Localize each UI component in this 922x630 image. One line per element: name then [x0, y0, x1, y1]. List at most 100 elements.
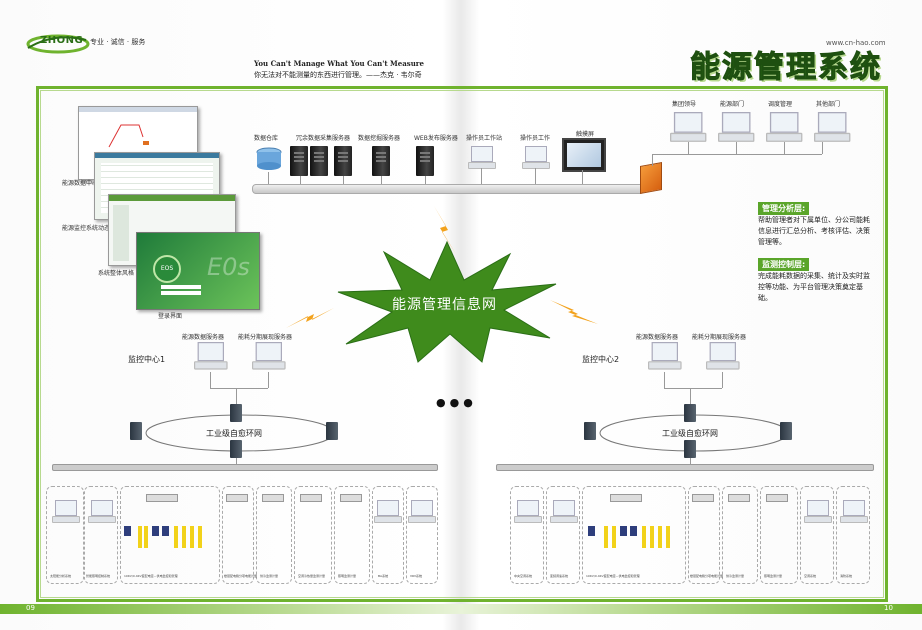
left-client-icon — [52, 500, 80, 523]
server-icon — [372, 146, 390, 176]
right-hub-icon — [728, 494, 750, 502]
top-server-label-1: 冗余数据采集服务器 — [296, 135, 351, 142]
right-hub-icon — [692, 494, 714, 502]
right-bottom-label-1: 变频调速系统 — [550, 574, 569, 578]
login-logo: EOS — [153, 255, 181, 283]
left-group-box — [406, 486, 438, 584]
dept-client-icon — [718, 112, 755, 142]
left-server-label-0: 能源数据服务器 — [182, 334, 225, 341]
left-group-box — [120, 486, 220, 584]
screenshot-label-1: 能源数据中心 — [62, 180, 99, 187]
diagram-frame — [36, 86, 888, 602]
left-bottom-bus — [52, 464, 438, 471]
lightning-icon — [550, 300, 598, 324]
right-ring-label: 工业级自愈环网 — [662, 429, 718, 438]
brand-slogan: 专业 · 诚信 · 服务 — [90, 38, 146, 46]
page-title: 能源管理系统 — [690, 50, 882, 86]
quote-chinese: 你无法对不能测量的东西进行管理。——杰克 · 韦尔奇 — [254, 71, 422, 79]
left-group-box — [372, 486, 404, 584]
right-hub-icon — [610, 494, 642, 502]
right-bottom-label-3: 楼层配电箱分项电能计量 — [690, 574, 724, 578]
right-server-pc-icon — [706, 342, 740, 370]
right-bottom-label-6: 空调系统 — [804, 574, 817, 578]
page-number-left: 09 — [26, 604, 35, 612]
quote-english: You Can't Manage What You Can't Measure — [254, 59, 424, 68]
brand-url: www.cn-hao.com — [826, 39, 886, 47]
screenshot-label-2: 能源监控系统动态监控 — [62, 225, 123, 232]
dept-client-icon — [670, 112, 707, 142]
switch-icon — [130, 422, 142, 440]
right-group-box — [688, 486, 720, 584]
right-group-box — [722, 486, 758, 584]
right-group-box — [760, 486, 798, 584]
right-client-icon — [514, 500, 542, 523]
lightning-icon — [434, 206, 456, 254]
logo-swoosh-icon — [26, 34, 90, 54]
footer-bar-left — [0, 604, 461, 614]
monitor-layer-text: 完成能耗数据的采集、统计及实时监控等功能、为平台管理决策奠定基础。 — [758, 272, 870, 302]
page-number-right: 10 — [884, 604, 893, 612]
top-server-label-3: WEB发布服务器 — [414, 135, 458, 142]
right-group-box — [546, 486, 580, 584]
left-bottom-label-7: BA系统 — [378, 574, 389, 578]
left-bottom-label-3: 楼层配电箱分项电能计量 — [224, 574, 258, 578]
switch-icon — [684, 440, 696, 458]
left-group-box — [84, 486, 118, 584]
left-hub-icon — [226, 494, 248, 502]
right-bottom-label-5: 照明监测计量 — [764, 574, 783, 578]
left-group-box — [334, 486, 370, 584]
top-server-label-6: 触摸屏 — [576, 131, 595, 138]
workstation-icon — [468, 146, 496, 169]
left-hub-icon — [300, 494, 322, 502]
firewall-icon — [640, 162, 662, 194]
server-icon — [416, 146, 434, 176]
left-hub-icon — [340, 494, 362, 502]
right-group-box — [836, 486, 870, 584]
workstation-icon — [522, 146, 550, 169]
right-client-icon — [804, 500, 832, 523]
right-client-icon — [840, 500, 868, 523]
left-group-box — [222, 486, 254, 584]
logo-text: ZHONG — [40, 35, 84, 46]
left-client-icon — [88, 500, 116, 523]
database-icon — [256, 146, 282, 176]
mgmt-layer-badge: 管理分析层: — [758, 202, 810, 215]
left-bottom-label-8: VRV系统 — [410, 574, 423, 578]
top-server-label-4: 操作员工作站 — [466, 135, 503, 142]
network-burst-icon — [337, 240, 557, 363]
left-bottom-label-2: 10KV/0.4KV变配电室—供电监控和管理 — [124, 574, 178, 578]
left-bottom-label-4: 供冷监测计量 — [260, 574, 279, 578]
switch-icon — [780, 422, 792, 440]
dept-label-3: 其他部门 — [816, 101, 841, 108]
left-server-pc-icon — [252, 342, 286, 370]
right-bottom-bus — [496, 464, 874, 471]
server-icon — [334, 146, 352, 176]
right-bottom-label-7: 消防系统 — [840, 574, 853, 578]
right-group-box — [582, 486, 686, 584]
right-bottom-label-2: 10KV/0.4KV变配电室—供电监控和管理 — [586, 574, 640, 578]
left-server-label-1: 能耗分期展现服务器 — [238, 334, 293, 341]
right-server-label-1: 能耗分期展现服务器 — [692, 334, 747, 341]
right-bottom-label-0: 中央空调系统 — [514, 574, 533, 578]
right-bottom-label-4: 供冷监测计量 — [726, 574, 745, 578]
mgmt-layer-text: 帮助管理者对下属单位、分公司能耗信息进行汇总分析、考核评估、决策管理等。 — [758, 216, 870, 246]
server-icon — [290, 146, 308, 176]
switch-icon — [230, 440, 242, 458]
dept-label-0: 集团领导 — [672, 101, 697, 108]
switch-icon — [584, 422, 596, 440]
ellipsis-dots: ●●● — [436, 396, 477, 409]
right-hub-icon — [766, 494, 788, 502]
left-center-label: 监控中心1 — [128, 355, 166, 364]
left-bottom-label-6: 照明监测计量 — [338, 574, 357, 578]
switch-icon — [684, 404, 696, 422]
left-hub-icon — [262, 494, 284, 502]
switch-icon — [326, 422, 338, 440]
touchscreen-icon — [562, 138, 606, 172]
left-client-icon — [374, 500, 402, 523]
left-group-box — [294, 486, 332, 584]
network-title: 能源管理信息网 — [392, 297, 497, 313]
top-network-bus — [252, 184, 644, 194]
left-server-pc-icon — [194, 342, 228, 370]
left-bottom-label-5: 空调冷热量监测计量 — [298, 574, 326, 578]
top-server-label-0: 数据仓库 — [254, 135, 279, 142]
